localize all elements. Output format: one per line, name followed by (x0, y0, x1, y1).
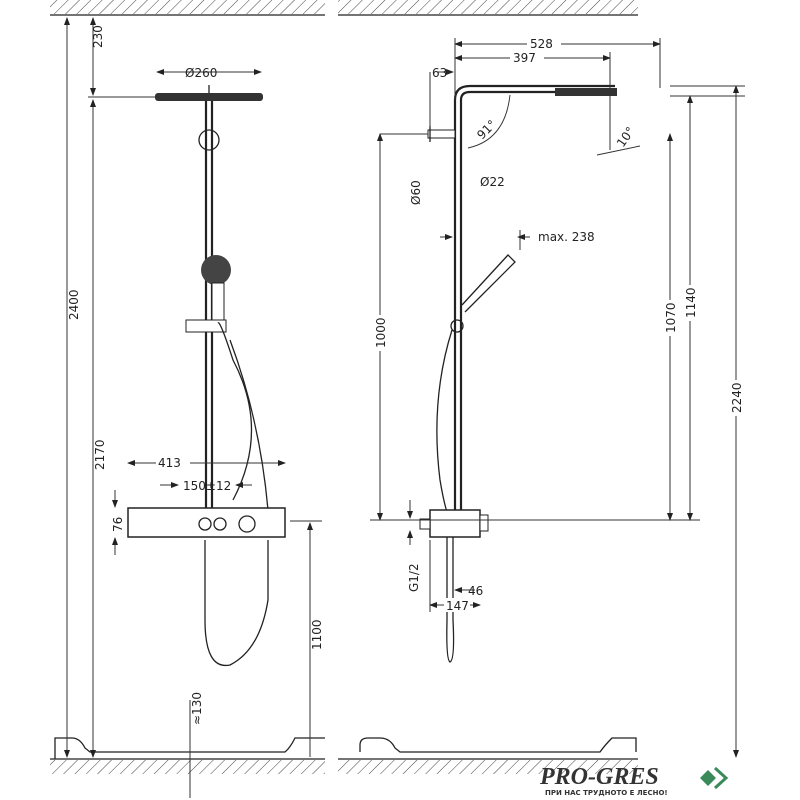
dim-46: 46 (468, 584, 483, 598)
dim-1100: 1100 (310, 619, 324, 650)
dim-max-238: max. 238 (538, 230, 595, 244)
floor (50, 737, 638, 774)
chevron-right-icon (713, 766, 729, 790)
dim-76: 76 (111, 517, 125, 532)
dim-pipe-diameter: Ø22 (480, 175, 505, 189)
side-view (419, 84, 617, 663)
dim-130: ≈130 (190, 692, 204, 725)
dim-63: 63 (432, 66, 447, 80)
dim-413: 413 (158, 456, 181, 470)
front-dimensions: 230 Ø260 2400 2170 413 150±12 76 1100 ≈1… (64, 17, 324, 798)
dim-91-deg: 91° (474, 117, 499, 142)
pro-gres-logo: PRO-GRES ПРИ НАС ТРУДНОТО Е ЛЕСНО! (539, 764, 729, 797)
dim-10-deg: 10° (614, 124, 638, 149)
ceiling (50, 0, 638, 16)
dim-1070: 1070 (664, 302, 678, 333)
dim-150: 150±12 (183, 479, 231, 493)
dim-bracket-diameter: Ø60 (409, 180, 423, 205)
dim-g12: G1/2 (407, 563, 421, 592)
logo-tagline: ПРИ НАС ТРУДНОТО Е ЛЕСНО! (545, 789, 668, 797)
dim-2240: 2240 (730, 382, 744, 413)
dim-head-diameter: Ø260 (185, 66, 217, 80)
side-dimensions: 528 397 63 91° 10° Ø60 Ø22 max. 238 1000… (370, 37, 745, 758)
dim-397: 397 (513, 51, 536, 65)
front-view (127, 85, 286, 667)
logo-text: PRO-GRES (539, 764, 659, 790)
dim-1000: 1000 (374, 317, 388, 348)
dim-2170: 2170 (93, 439, 107, 470)
dim-230: 230 (91, 25, 105, 48)
dim-2400: 2400 (67, 289, 81, 320)
dim-1140: 1140 (684, 287, 698, 318)
diamond-icon (700, 770, 716, 786)
dim-528: 528 (530, 37, 553, 51)
dim-147: 147 (446, 599, 469, 613)
